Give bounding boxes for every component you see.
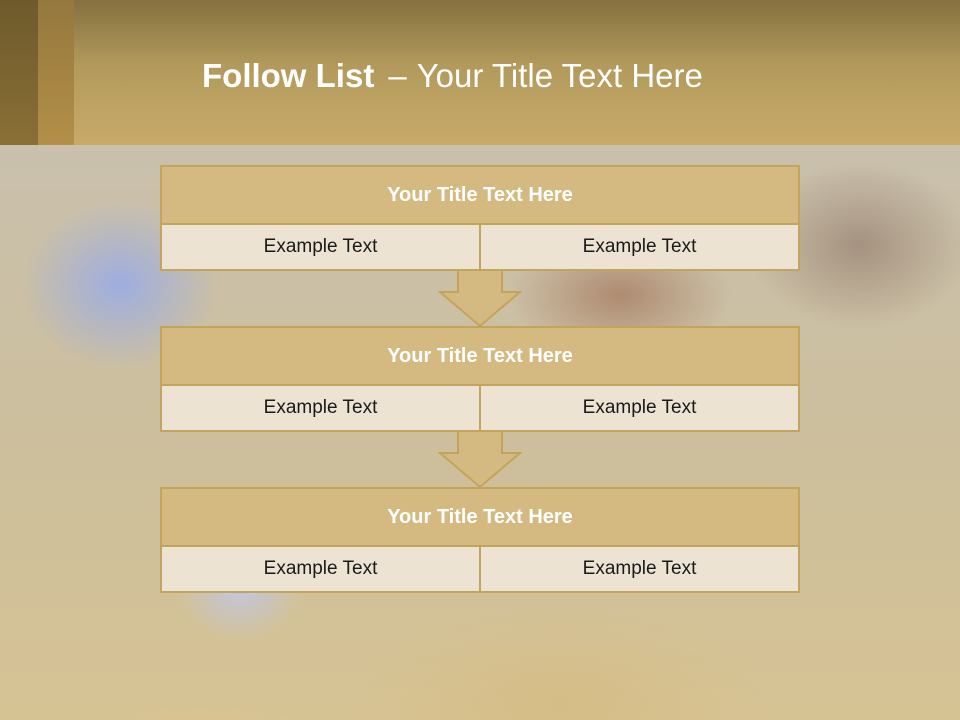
title-separator: – <box>388 57 407 94</box>
step-cell-right: Example Text <box>481 225 798 269</box>
step-cell-left: Example Text <box>162 547 481 591</box>
slide-header: Follow List–Your Title Text Here <box>0 0 960 145</box>
step-cell-left: Example Text <box>162 225 481 269</box>
down-arrow-icon <box>438 270 522 328</box>
title-bold: Follow List <box>202 57 375 94</box>
step-title: Your Title Text Here <box>162 328 798 386</box>
step-title: Your Title Text Here <box>162 167 798 225</box>
step-box-1: Your Title Text Here Example Text Exampl… <box>160 165 800 271</box>
title-rest: Your Title Text Here <box>416 57 703 94</box>
step-box-2: Your Title Text Here Example Text Exampl… <box>160 326 800 432</box>
slide-title: Follow List–Your Title Text Here <box>202 54 703 98</box>
step-cell-right: Example Text <box>481 386 798 430</box>
step-box-3: Your Title Text Here Example Text Exampl… <box>160 487 800 593</box>
step-cell-left: Example Text <box>162 386 481 430</box>
down-arrow-icon <box>438 431 522 489</box>
header-accent-strip-2 <box>38 0 74 145</box>
step-cell-right: Example Text <box>481 547 798 591</box>
step-title: Your Title Text Here <box>162 489 798 547</box>
header-accent-strip <box>0 0 38 145</box>
